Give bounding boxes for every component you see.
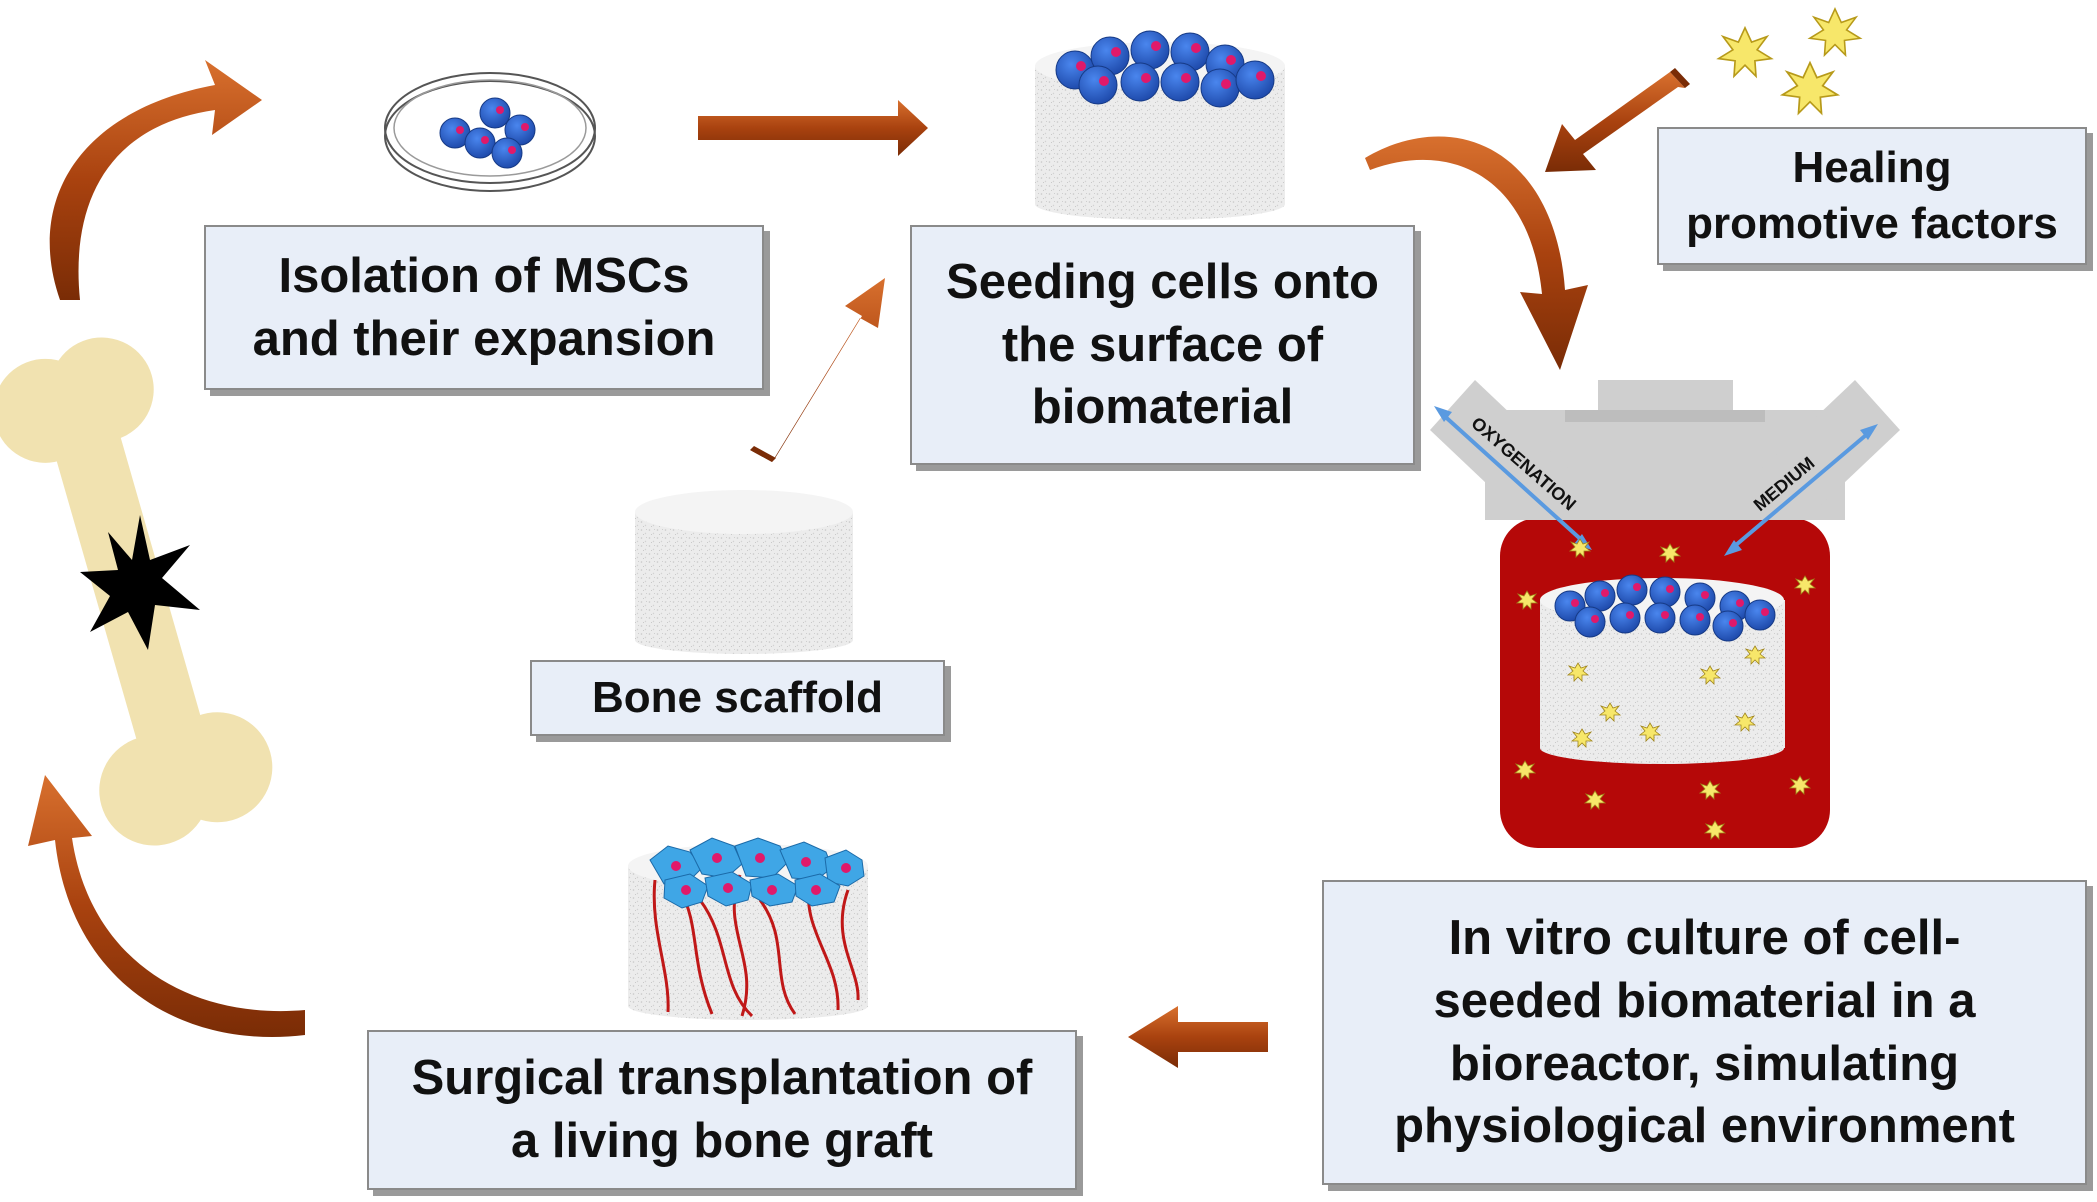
seeding-box: Seeding cells onto the surface of biomat…	[910, 225, 1415, 465]
fracture-icon	[80, 515, 200, 650]
scaffold-box: Bone scaffold	[530, 660, 945, 736]
curved-arrow-bottom-left	[28, 775, 305, 1037]
curved-arrow-to-bioreactor	[1365, 136, 1588, 370]
healing-box: Healing promotive factors	[1657, 127, 2087, 265]
isolation-box: Isolation of MSCs and their expansion	[204, 225, 764, 390]
seeded-scaffold-icon	[1035, 30, 1285, 220]
surgical-box: Surgical transplantation of a living bon…	[367, 1030, 1077, 1190]
healing-text: Healing promotive factors	[1686, 142, 2058, 248]
invitro-box: In vitro culture of cell- seeded biomate…	[1322, 880, 2087, 1185]
surgical-text: Surgical transplantation of a living bon…	[411, 1051, 1033, 1168]
oxygenation-double-arrow	[1434, 406, 1592, 550]
invitro-text: In vitro culture of cell- seeded biomate…	[1394, 911, 2015, 1154]
bioreactor-icon: OXYGENATION MEDIUM	[1430, 380, 1900, 848]
healing-factors-icon	[1717, 8, 1861, 115]
arrow-healing-to-seeding	[1545, 68, 1690, 172]
seeding-text: Seeding cells onto the surface of biomat…	[946, 254, 1379, 435]
arrow-isolation-to-seeding	[698, 100, 928, 156]
curved-arrow-top-left	[49, 60, 262, 300]
spreading-cells	[649, 837, 865, 909]
fractured-bone-icon	[0, 337, 273, 846]
arrow-scaffold-to-seeding	[750, 278, 885, 462]
scaffold-text: Bone scaffold	[592, 672, 883, 722]
bone-scaffold-icon	[635, 490, 853, 654]
isolation-text: Isolation of MSCs and their expansion	[252, 248, 716, 366]
living-bone-graft-icon	[628, 837, 868, 1020]
medium-double-arrow	[1724, 424, 1878, 556]
arrow-invitro-to-surgical	[1128, 1006, 1268, 1068]
petri-dish	[384, 72, 596, 192]
